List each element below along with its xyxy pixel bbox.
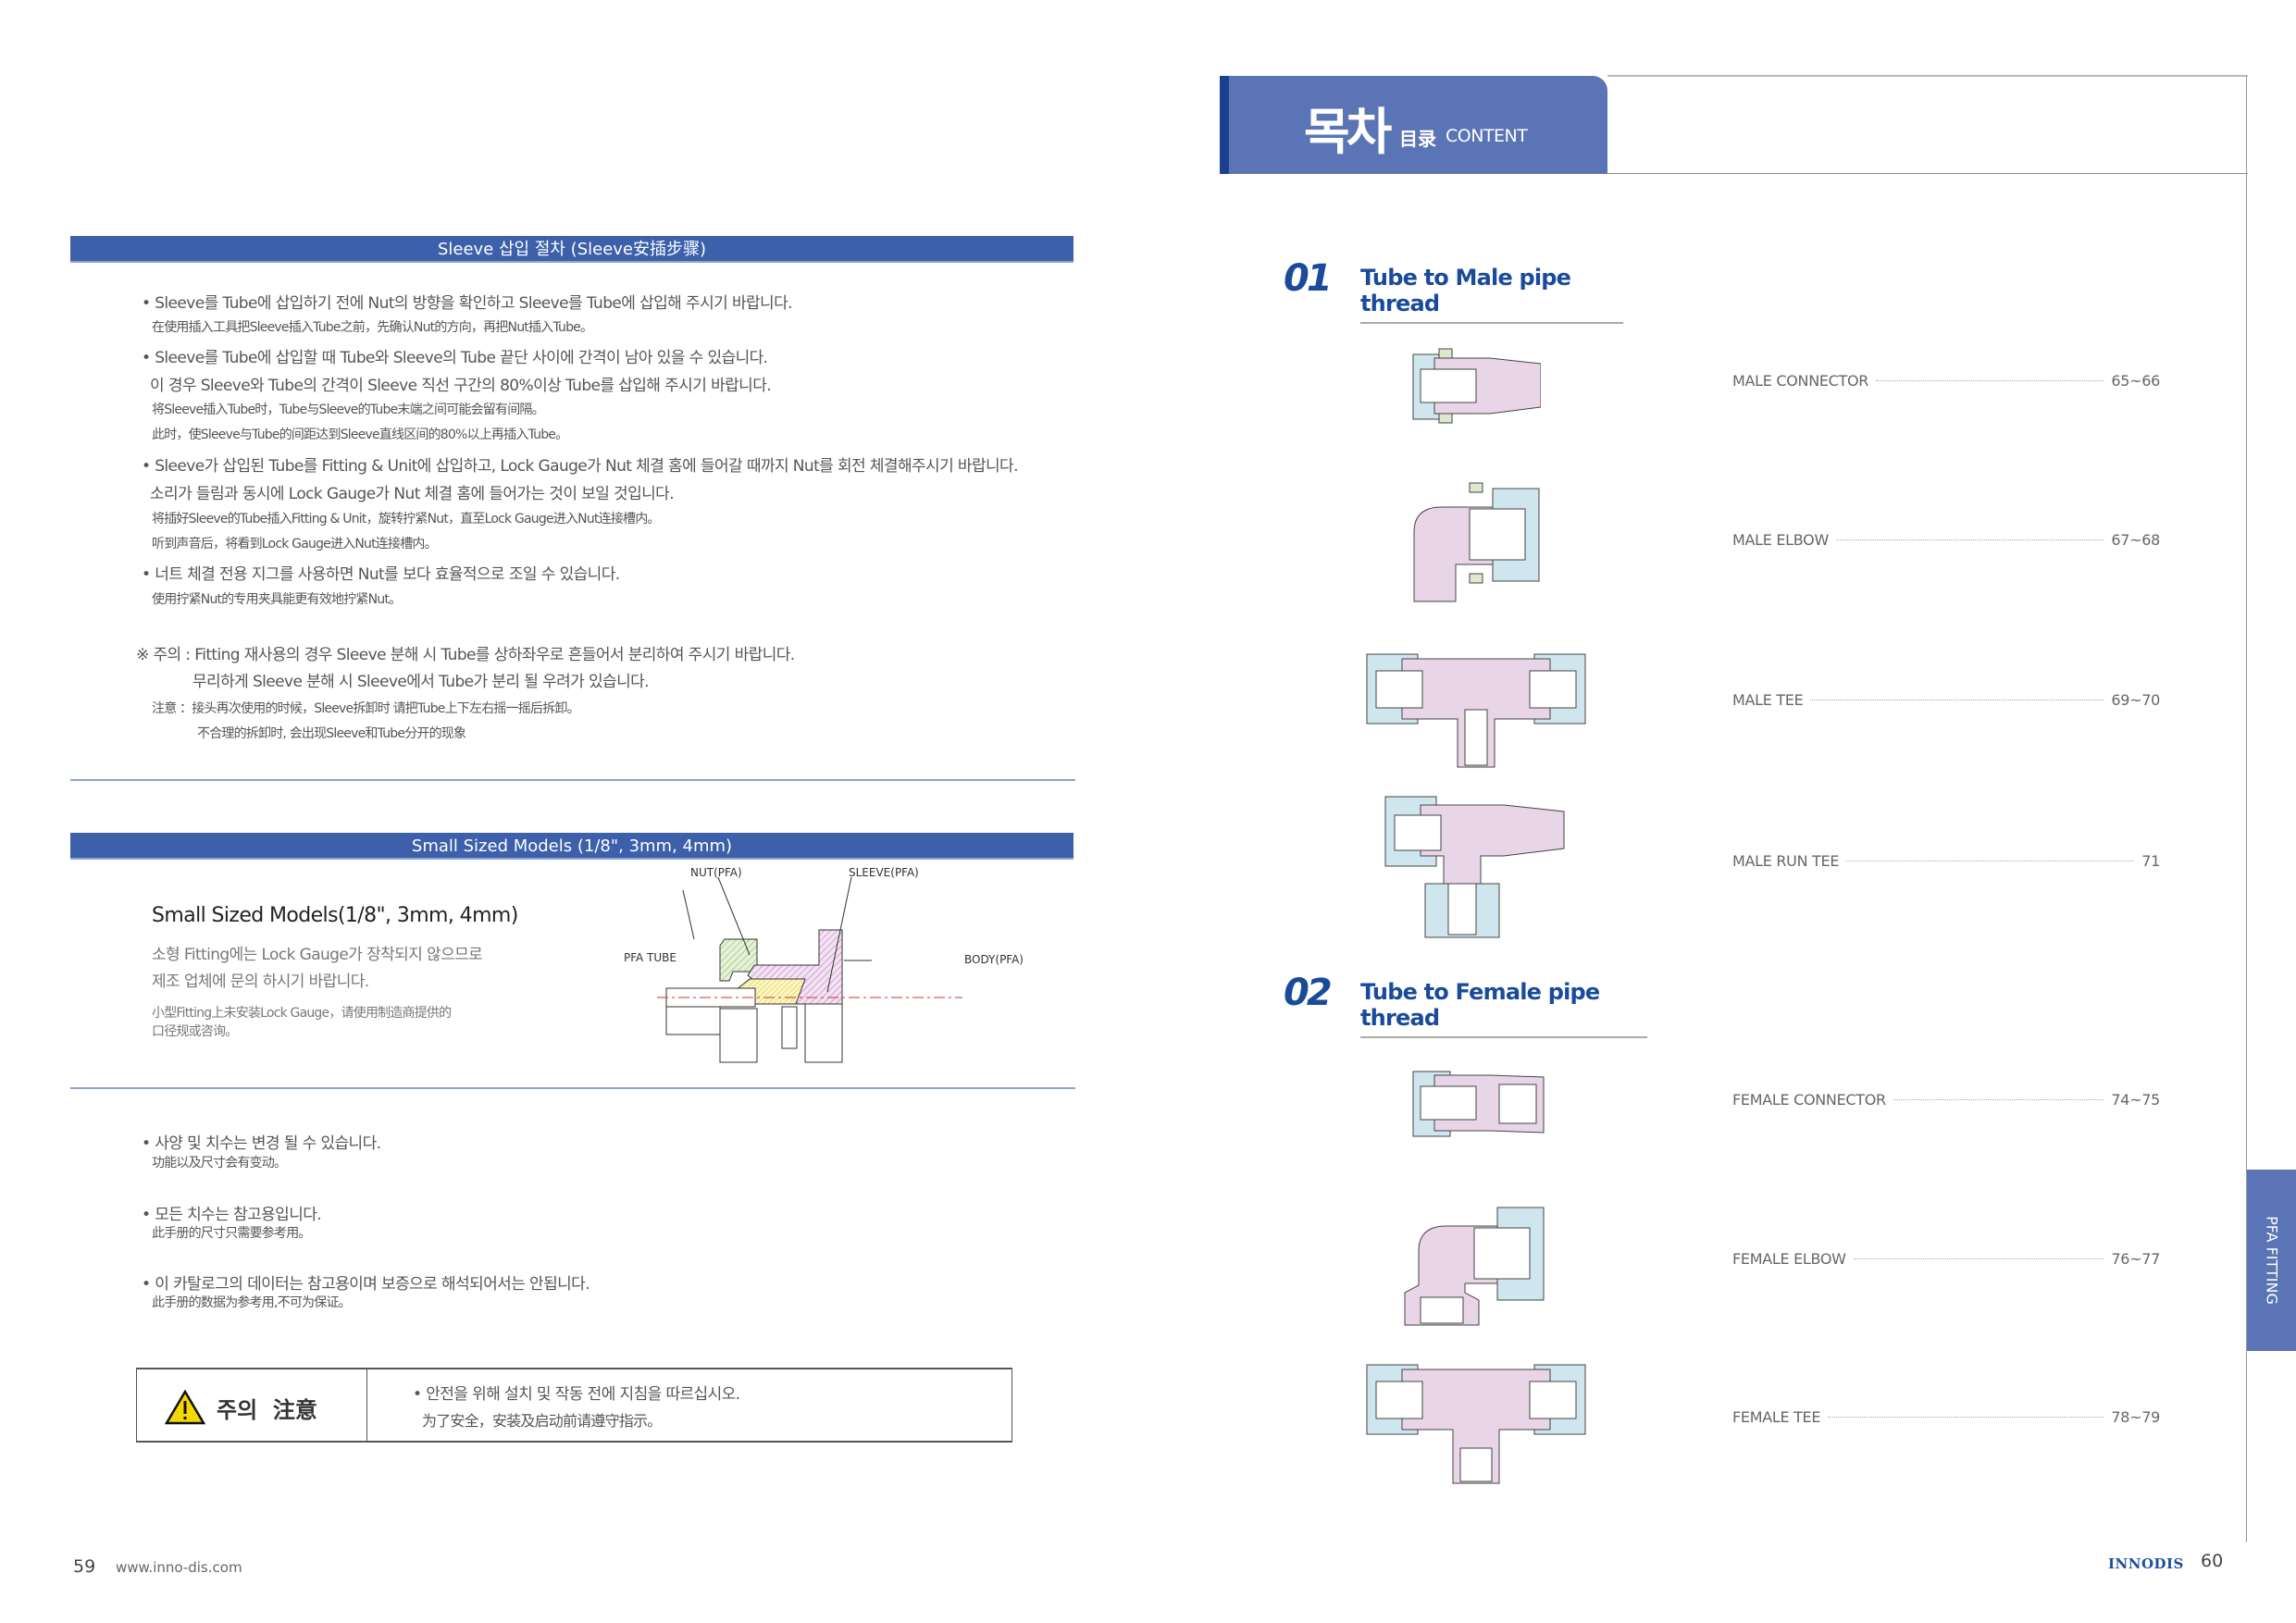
toc-item-pages: 78~79 xyxy=(2111,1408,2160,1426)
toc-item-pages: 67~68 xyxy=(2111,531,2160,549)
website-link[interactable]: www.inno-dis.com xyxy=(116,1559,242,1576)
small-models-zh: 小型Fitting上未安装Lock Gauge，请使用制造商提供的 xyxy=(152,1006,452,1021)
male-tee-image xyxy=(1366,653,1586,768)
page-number-left: 59 xyxy=(73,1556,96,1577)
male-connector-image xyxy=(1412,348,1541,424)
toc-item-pages: 69~70 xyxy=(2111,691,2160,709)
male-run-tee-image xyxy=(1384,796,1565,938)
female-elbow-image xyxy=(1404,1207,1545,1326)
caution-box: 주의 注意 • 안전을 위해 설치 및 작동 전에 지침을 따르십시오. 为了安… xyxy=(136,1368,1012,1443)
note-ko-2: 무리하게 Sleeve 분해 시 Sleeve에서 Tube가 분리 될 우려가… xyxy=(192,673,650,691)
page-number-right: 60 xyxy=(2201,1551,2224,1571)
step-3-ko-2: 소리가 들림과 동시에 Lock Gauge가 Nut 체결 홈에 들어가는 것… xyxy=(150,485,675,503)
toc-header: 목차 目录 CONTENT xyxy=(1220,76,1607,174)
section-title-01[interactable]: Tube to Male pipe thread xyxy=(1360,265,1623,324)
toc-item-label: MALE RUN TEE xyxy=(1732,852,1840,870)
innodis-logo: INNODIS xyxy=(2108,1555,2184,1572)
small-fitting-diagram: NUT(PFA) SLEEVE(PFA) PFA TUBE BODY(PFA) xyxy=(624,866,1036,1064)
toc-item-male-connector[interactable]: MALE CONNECTOR 65~66 xyxy=(1732,372,2160,390)
step-3-zh: 将插好Sleeve的Tube插入Fitting & Unit，旋转拧紧Nut，直… xyxy=(152,512,660,527)
caution-label: 주의 注意 xyxy=(217,1397,317,1423)
step-2-ko-2: 이 경우 Sleeve와 Tube의 간격이 Sleeve 직선 구간의 80%… xyxy=(150,377,772,395)
notice-1-zh: 功能以及尺寸会有变动。 xyxy=(152,1156,287,1171)
step-3-ko: • Sleeve가 삽입된 Tube를 Fitting & Unit에 삽입하고… xyxy=(142,457,1018,476)
toc-header-zh: 目录 xyxy=(1399,128,1436,150)
side-tab-pfa-fitting[interactable]: PFA FITTING xyxy=(2247,1170,2296,1351)
step-2-zh-2: 此时，使Sleeve与Tube的间距达到Sleeve直线区间的80%以上再插入T… xyxy=(152,427,568,442)
female-tee-image xyxy=(1366,1364,1586,1484)
toc-header-en: CONTENT xyxy=(1446,126,1528,146)
toc-header-ko: 목차 xyxy=(1304,103,1392,161)
toc-item-label: FEMALE ELBOW xyxy=(1732,1250,1846,1268)
divider xyxy=(70,779,1075,781)
toc-item-pages: 74~75 xyxy=(2111,1091,2160,1109)
page-edge-rule xyxy=(2246,76,2247,1542)
step-1-ko: • Sleeve를 Tube에 삽입하기 전에 Nut의 방향을 확인하고 Sl… xyxy=(142,294,793,313)
toc-item-label: FEMALE TEE xyxy=(1732,1408,1821,1426)
notice-1-ko: • 사양 및 치수는 변경 될 수 있습니다. xyxy=(142,1134,381,1153)
step-4-zh: 使用拧紧Nut的专用夹具能更有效地拧紧Nut。 xyxy=(152,592,402,607)
toc-item-female-elbow[interactable]: FEMALE ELBOW 76~77 xyxy=(1732,1250,2160,1268)
section-header-small-models: Small Sized Models (1/8", 3mm, 4mm) xyxy=(70,833,1074,860)
label-nut: NUT(PFA) xyxy=(690,866,742,879)
toc-item-female-tee[interactable]: FEMALE TEE 78~79 xyxy=(1732,1408,2160,1426)
section-number-01: 01 xyxy=(1284,257,1333,300)
small-models-zh-2: 口径规或咨询。 xyxy=(152,1024,238,1039)
note-ko: ※ 주의 : Fitting 재사용의 경우 Sleeve 분해 시 Tube를… xyxy=(136,646,795,664)
step-1-zh: 在使用插入工具把Sleeve插入Tube之前，先确认Nut的方向，再把Nut插入… xyxy=(152,320,593,335)
side-tab-label: PFA FITTING xyxy=(2263,1216,2281,1305)
caution-ko: • 안전을 위해 설치 및 작동 전에 지침을 따르십시오. xyxy=(413,1385,740,1404)
notice-2-ko: • 모든 치수는 참고용입니다. xyxy=(142,1206,322,1224)
label-tube: PFA TUBE xyxy=(624,951,676,964)
note-zh-2: 不合理的拆卸时, 会出现Sleeve和Tube分开的现象 xyxy=(197,726,466,741)
small-models-ko: 소형 Fitting에는 Lock Gauge가 장착되지 않으므로 xyxy=(152,946,483,964)
toc-item-label: FEMALE CONNECTOR xyxy=(1732,1091,1886,1109)
caution-zh: 为了安全，安装及启动前请遵守指示。 xyxy=(422,1412,662,1430)
warning-icon xyxy=(165,1390,205,1425)
toc-item-male-tee[interactable]: MALE TEE 69~70 xyxy=(1732,691,2160,709)
notice-3-ko: • 이 카탈로그의 데이터는 참고용이며 보증으로 해석되어서는 안됩니다. xyxy=(142,1275,590,1294)
divider xyxy=(70,1087,1075,1089)
toc-item-label: MALE ELBOW xyxy=(1732,531,1829,549)
male-elbow-image xyxy=(1413,482,1540,602)
small-models-title: Small Sized Models(1/8", 3mm, 4mm) xyxy=(152,904,518,927)
toc-item-female-connector[interactable]: FEMALE CONNECTOR 74~75 xyxy=(1732,1091,2160,1109)
label-sleeve: SLEEVE(PFA) xyxy=(849,866,919,879)
section-title-02[interactable]: Tube to Female pipe thread xyxy=(1360,979,1647,1038)
toc-item-label: MALE CONNECTOR xyxy=(1732,372,1869,390)
toc-item-label: MALE TEE xyxy=(1732,691,1804,709)
section-header-sleeve-insertion: Sleeve 삽입 절차 (Sleeve安插步骤) xyxy=(70,236,1074,263)
note-zh: 注意 ：接头再次使用的时候，Sleeve拆卸时 请把Tube上下左右摇一摇后拆卸… xyxy=(152,701,580,716)
notice-2-zh: 此手册的尺寸只需要参考用。 xyxy=(152,1226,311,1241)
step-3-zh-2: 听到声音后，将看到Lock Gauge进入Nut连接槽内。 xyxy=(152,537,438,551)
section-number-02: 02 xyxy=(1284,972,1333,1014)
step-2-ko: • Sleeve를 Tube에 삽입할 때 Tube와 Sleeve의 Tube… xyxy=(142,349,768,367)
toc-item-pages: 65~66 xyxy=(2111,372,2160,390)
toc-item-male-run-tee[interactable]: MALE RUN TEE 71 xyxy=(1732,852,2160,870)
step-4-ko: • 너트 체결 전용 지그를 사용하면 Nut를 보다 효율적으로 조일 수 있… xyxy=(142,565,620,584)
small-models-ko-2: 제조 업체에 문의 하시기 바랍니다. xyxy=(152,973,369,991)
header-rule-top xyxy=(1607,75,2248,77)
toc-item-male-elbow[interactable]: MALE ELBOW 67~68 xyxy=(1732,531,2160,549)
step-2-zh: 将Sleeve插入Tube时，Tube与Sleeve的Tube末端之间可能会留有… xyxy=(152,403,545,417)
toc-item-pages: 76~77 xyxy=(2111,1250,2160,1268)
toc-item-pages: 71 xyxy=(2141,852,2160,870)
female-connector-image xyxy=(1412,1071,1545,1137)
label-body: BODY(PFA) xyxy=(964,953,1024,966)
notice-3-zh: 此手册的数据为参考用,不可为保证。 xyxy=(152,1295,352,1310)
header-rule-bottom xyxy=(1220,173,2248,174)
